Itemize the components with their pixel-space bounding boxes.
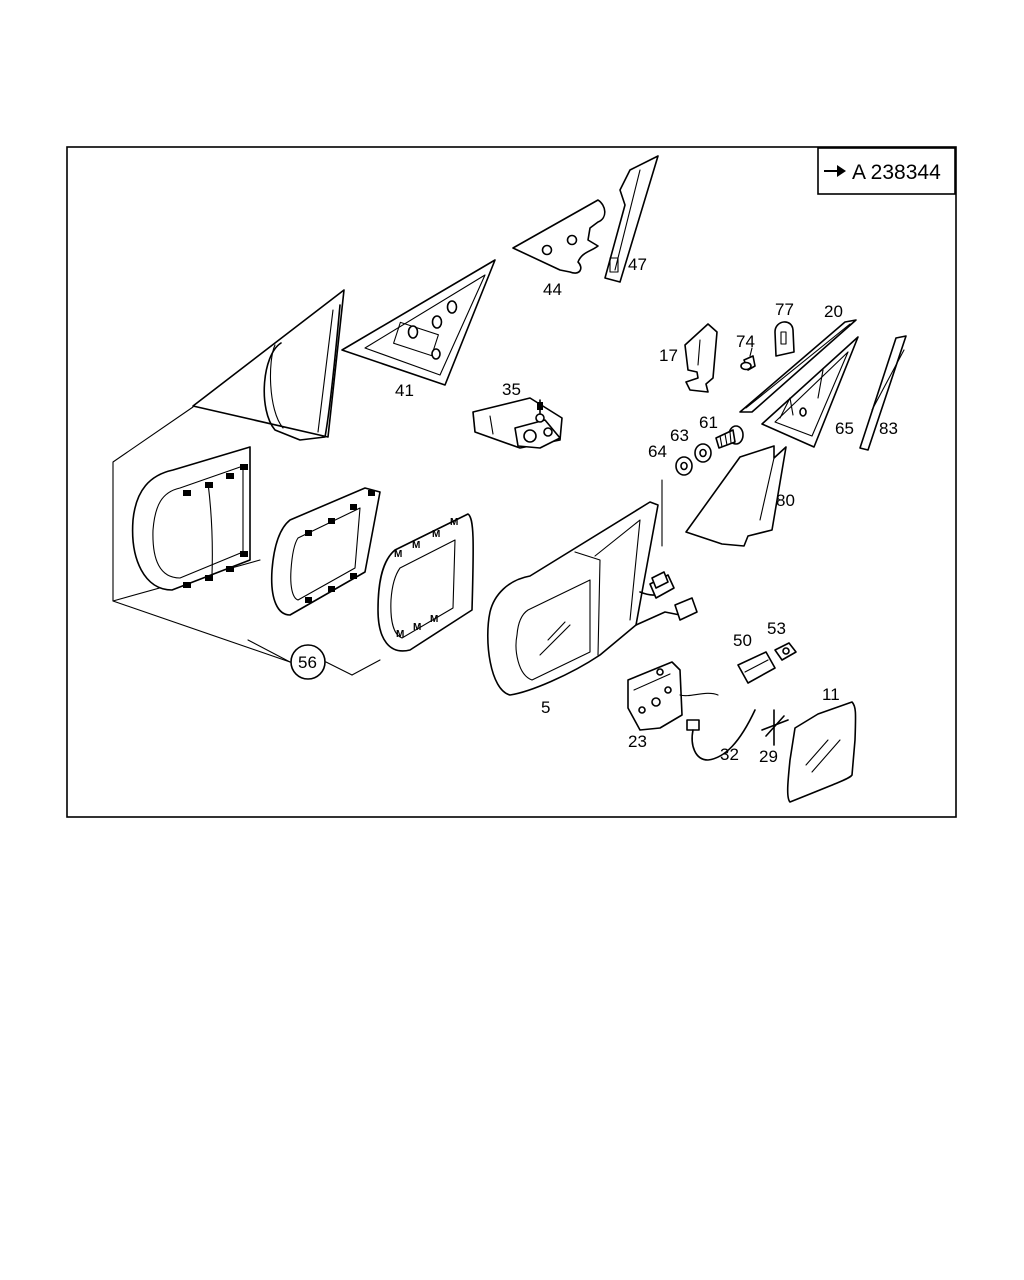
callout-5: 5: [541, 698, 550, 717]
callout-56: 56: [298, 653, 317, 672]
callout-17: 17: [659, 346, 678, 365]
mirror-cover-upper: [192, 289, 345, 441]
callout-32: 32: [720, 745, 739, 764]
part-63-nut: [694, 443, 712, 463]
part-20-strip: [739, 319, 857, 413]
arrow-right-icon: [824, 165, 846, 177]
svg-text:M: M: [394, 549, 402, 560]
part-29-adjuster: [761, 709, 789, 746]
callout-11: 11: [822, 685, 840, 704]
callout-47: 47: [628, 255, 647, 274]
diagram-frame: [66, 146, 957, 818]
part-83-strip: [859, 335, 907, 451]
part-74-rivet: [740, 347, 756, 371]
part-64-washer: [675, 456, 693, 476]
part-80-cover: [685, 445, 787, 547]
callout-83: 83: [879, 419, 898, 438]
part-61-screw: [715, 425, 744, 449]
part-11-mirror-glass: [786, 701, 857, 803]
svg-text:M: M: [396, 629, 404, 640]
callout-77: 77: [775, 300, 794, 319]
part-53-bulb: [774, 642, 797, 661]
callout-20: 20: [824, 302, 843, 321]
callout-35: 35: [502, 380, 521, 399]
svg-text:M: M: [412, 540, 420, 551]
part-17-bracket: [684, 323, 718, 393]
part-77-clip: [774, 321, 795, 357]
svg-text:M: M: [450, 517, 458, 528]
callout-65: 65: [835, 419, 854, 438]
part-50-actuator: [737, 651, 776, 684]
callout-74: 74: [736, 332, 755, 351]
part-44-plate: [512, 199, 606, 274]
callout-61: 61: [699, 413, 718, 432]
callout-63: 63: [670, 426, 689, 445]
part-41-triangle-cover: [341, 259, 496, 386]
part-23-control-module: [627, 661, 719, 731]
svg-text:M: M: [430, 614, 438, 625]
part-35-motor: [472, 397, 563, 449]
inner-trim-frame: [270, 487, 381, 616]
mirror-housing-frame: [131, 446, 251, 591]
callout-44: 44: [543, 280, 562, 299]
callout-53: 53: [767, 619, 786, 638]
part-65-triangle-seal: [761, 336, 859, 448]
callout-80: 80: [776, 491, 795, 510]
part-56-circle: [290, 644, 326, 680]
part-32-harness: [686, 709, 756, 761]
callout-23: 23: [628, 732, 647, 751]
part-47-strip: [604, 155, 659, 283]
part-5-mirror-assembly: [487, 501, 698, 696]
callout-41: 41: [395, 381, 414, 400]
svg-text:M: M: [432, 529, 440, 540]
callout-50: 50: [733, 631, 752, 650]
callout-29: 29: [759, 747, 778, 766]
callout-64: 64: [648, 442, 667, 461]
svg-text:M: M: [413, 622, 421, 633]
reference-code: A 238344: [852, 161, 941, 184]
reference-box: A 238344: [817, 147, 956, 195]
